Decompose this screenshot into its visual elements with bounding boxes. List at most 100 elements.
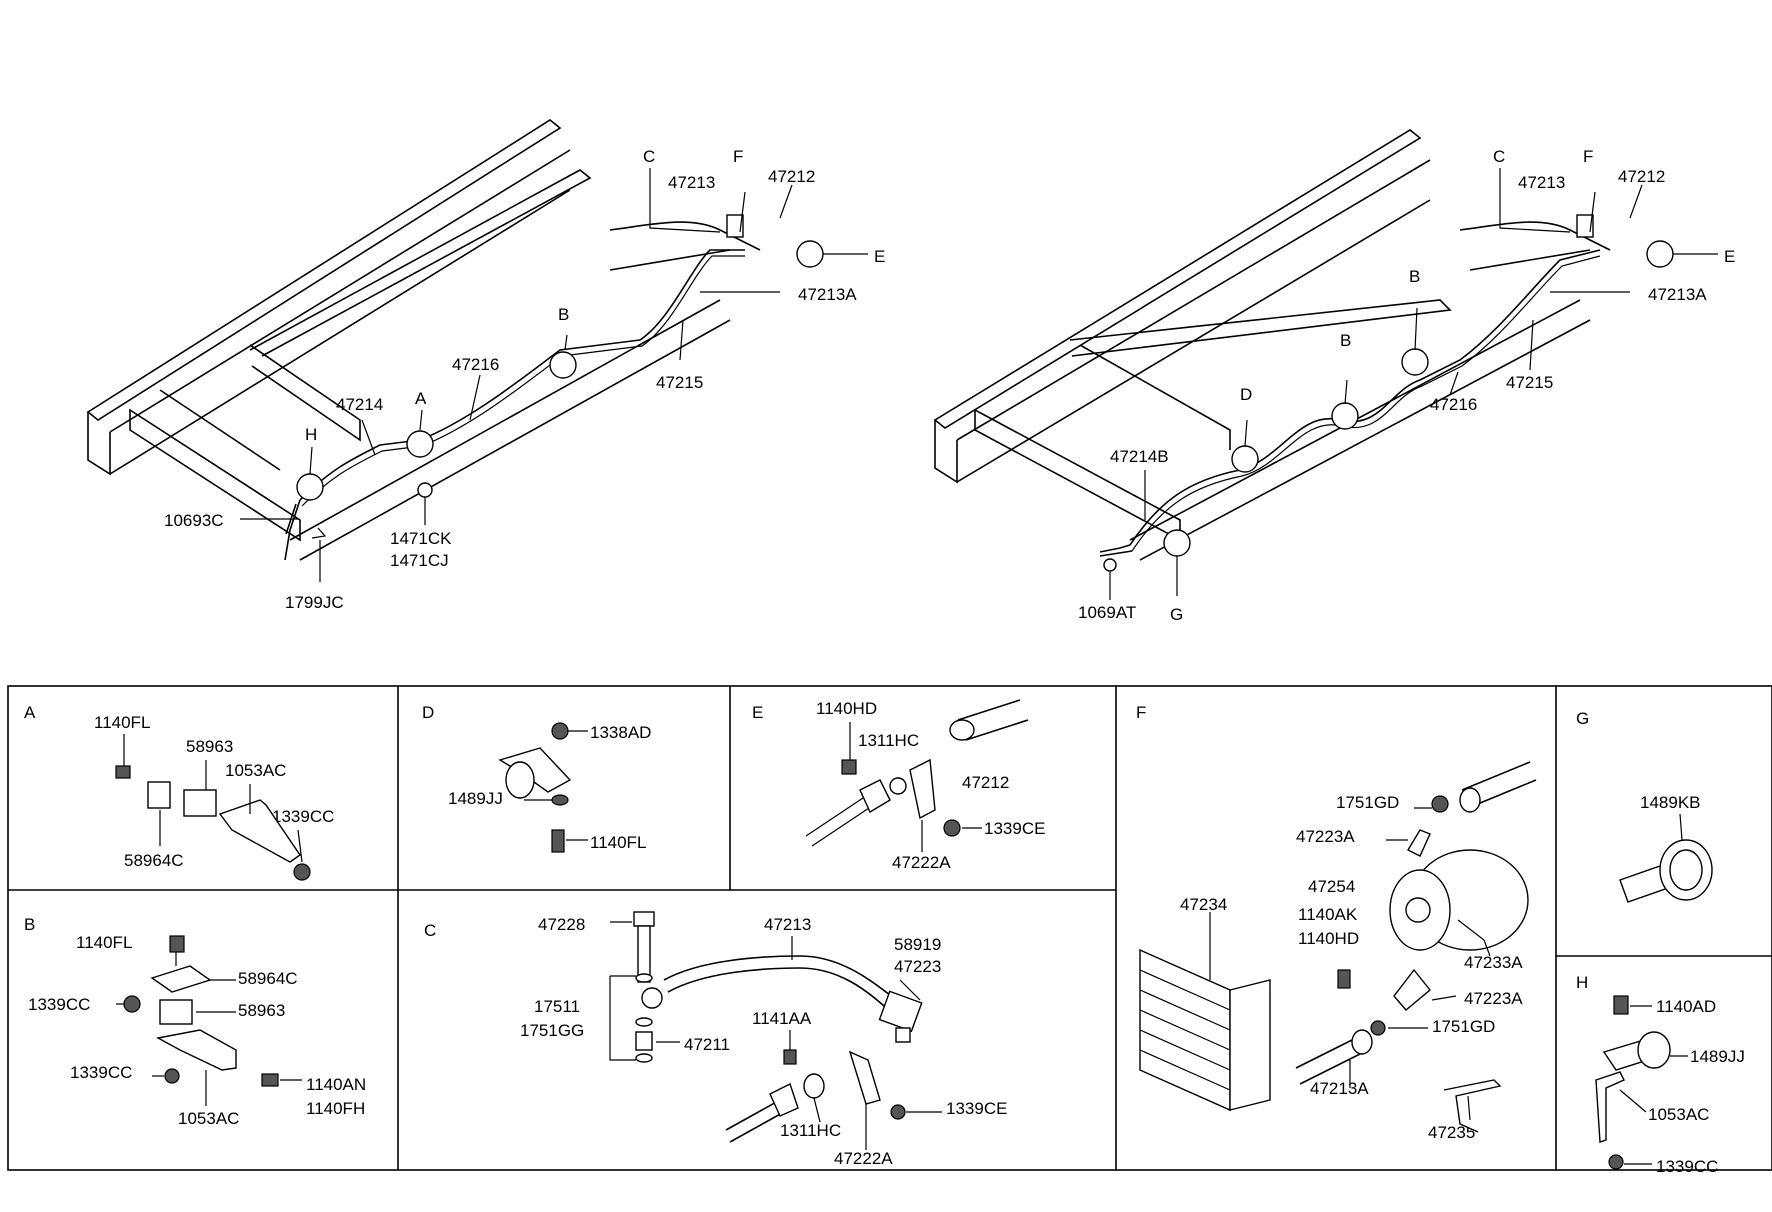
panel-C-part-1: 47228 bbox=[538, 915, 585, 934]
panel-D: D 1338AD 1489JJ 1140FL bbox=[422, 703, 651, 853]
label-47213-right: 47213 bbox=[1518, 173, 1565, 192]
panel-B-part-2: 58964C bbox=[238, 969, 298, 988]
panel-H-part-2: 1489JJ bbox=[1690, 1047, 1745, 1066]
label-F: F bbox=[733, 147, 743, 166]
panel-C-part-6: 1751GG bbox=[520, 1021, 584, 1040]
panel-B-part-8: 1053AC bbox=[178, 1109, 239, 1128]
panel-F-part-6: 1140HD bbox=[1298, 929, 1359, 948]
panel-A: A 1140FL 58963 1053AC 1339CC 58964C bbox=[24, 703, 334, 881]
label-47213A: 47213A bbox=[798, 285, 857, 304]
panel-B-part-7: 1140FH bbox=[306, 1099, 365, 1118]
label-47214: 47214 bbox=[336, 395, 383, 414]
panel-C: C 47228 47213 58919 47223 17511 1751GG 4… bbox=[424, 911, 1007, 1168]
panel-D-part-3: 1140FL bbox=[590, 833, 646, 852]
panel-B: B 1140FL 58964C 1339CC 58963 1339CC 1140… bbox=[24, 915, 366, 1128]
label-B1-right: B bbox=[1409, 267, 1420, 286]
panel-B-part-5: 1339CC bbox=[70, 1063, 132, 1082]
label-47215-right: 47215 bbox=[1506, 373, 1553, 392]
labels-left: C F 47213 47212 E 47213A B 47216 47215 4… bbox=[164, 147, 885, 612]
panel-C-part-9: 1311HC bbox=[780, 1121, 841, 1140]
panel-A-part-4: 1339CC bbox=[272, 807, 334, 826]
panel-A-part-3: 1053AC bbox=[225, 761, 286, 780]
panel-H-part-3: 1053AC bbox=[1648, 1105, 1709, 1124]
panel-C-part-11: 47222A bbox=[834, 1149, 893, 1168]
panel-E-part-2: 1311HC bbox=[858, 731, 919, 750]
panel-A-part-2: 58963 bbox=[186, 737, 233, 756]
panel-F-part-9: 1751GD bbox=[1432, 1017, 1495, 1036]
panel-B-part-1: 1140FL bbox=[76, 933, 132, 952]
panel-F-part-11: 47235 bbox=[1428, 1123, 1475, 1142]
panel-E-part-1: 1140HD bbox=[816, 699, 877, 718]
label-F-right: F bbox=[1583, 147, 1593, 166]
label-1471CJ: 1471CJ bbox=[390, 551, 449, 570]
panel-F-part-4: 47254 bbox=[1308, 877, 1355, 896]
label-H: H bbox=[305, 425, 317, 444]
frame-view-right bbox=[933, 129, 1718, 600]
label-1471CK: 1471CK bbox=[390, 529, 452, 548]
panel-H-title: H bbox=[1576, 973, 1588, 992]
label-47213A-right: 47213A bbox=[1648, 285, 1707, 304]
panel-D-part-2: 1489JJ bbox=[448, 789, 503, 808]
label-47212: 47212 bbox=[768, 167, 815, 186]
label-B: B bbox=[558, 305, 569, 324]
panel-H: H 1140AD 1489JJ 1053AC 1339CC bbox=[1576, 973, 1745, 1176]
panel-G-part-1: 1489KB bbox=[1640, 793, 1701, 812]
label-1799JC: 1799JC bbox=[285, 593, 344, 612]
panel-C-part-10: 1339CE bbox=[946, 1099, 1007, 1118]
panel-F-part-3: 47234 bbox=[1180, 895, 1227, 914]
panel-F-part-1: 1751GD bbox=[1336, 793, 1399, 812]
label-D-right: D bbox=[1240, 385, 1252, 404]
label-E-right: E bbox=[1724, 247, 1735, 266]
panel-E-title: E bbox=[752, 703, 763, 722]
label-47214B-right: 47214B bbox=[1110, 447, 1169, 466]
panel-A-part-1: 1140FL bbox=[94, 713, 150, 732]
panel-H-part-1: 1140AD bbox=[1656, 997, 1716, 1016]
label-C: C bbox=[643, 147, 655, 166]
panel-G-title: G bbox=[1576, 709, 1589, 728]
panel-A-title: A bbox=[24, 703, 36, 722]
label-47212-right: 47212 bbox=[1618, 167, 1665, 186]
panel-A-part-5: 58964C bbox=[124, 851, 184, 870]
panel-D-part-1: 1338AD bbox=[590, 723, 651, 742]
panel-C-part-3: 58919 bbox=[894, 935, 941, 954]
panel-F-title: F bbox=[1136, 703, 1146, 722]
frame-view-left bbox=[86, 119, 868, 582]
label-E: E bbox=[874, 247, 885, 266]
panel-C-part-5: 17511 bbox=[534, 997, 580, 1016]
panel-F-part-10: 47213A bbox=[1310, 1079, 1369, 1098]
label-1069AT-right: 1069AT bbox=[1078, 603, 1136, 622]
panel-E: E 1140HD 1311HC 47212 1339CE 47222A bbox=[752, 699, 1045, 872]
panel-B-part-6: 1140AN bbox=[306, 1075, 366, 1094]
panel-G: G 1489KB bbox=[1576, 709, 1713, 903]
panel-E-part-3: 47212 bbox=[962, 773, 1009, 792]
panel-F-part-7: 47233A bbox=[1464, 953, 1523, 972]
labels-right: C F 47213 47212 E B 47213A B 47215 D 472… bbox=[1078, 147, 1735, 624]
panel-grid bbox=[7, 685, 1772, 1171]
label-47215: 47215 bbox=[656, 373, 703, 392]
panel-E-part-4: 1339CE bbox=[984, 819, 1045, 838]
label-A: A bbox=[415, 389, 427, 408]
panel-F-part-5: 1140AK bbox=[1298, 905, 1358, 924]
panel-C-part-2: 47213 bbox=[764, 915, 811, 934]
label-G-right: G bbox=[1170, 605, 1183, 624]
panel-C-part-7: 47211 bbox=[684, 1035, 730, 1054]
label-47216: 47216 bbox=[452, 355, 499, 374]
panel-E-part-5: 47222A bbox=[892, 853, 951, 872]
panel-D-title: D bbox=[422, 703, 434, 722]
label-10693C: 10693C bbox=[164, 511, 224, 530]
label-C-right: C bbox=[1493, 147, 1505, 166]
panel-C-title: C bbox=[424, 921, 436, 940]
panel-C-part-4: 47223 bbox=[894, 957, 941, 976]
label-47216-right: 47216 bbox=[1430, 395, 1477, 414]
panel-F-part-8: 47223A bbox=[1464, 989, 1523, 1008]
panel-F: F 1751GD 47223A 47234 47254 1140AK 1140H… bbox=[1136, 703, 1537, 1142]
label-47213: 47213 bbox=[668, 173, 715, 192]
panel-F-part-2: 47223A bbox=[1296, 827, 1355, 846]
label-B2-right: B bbox=[1340, 331, 1351, 350]
panel-H-part-4: 1339CC bbox=[1656, 1157, 1718, 1176]
panel-B-part-4: 58963 bbox=[238, 1001, 285, 1020]
panel-B-title: B bbox=[24, 915, 35, 934]
panel-B-part-3: 1339CC bbox=[28, 995, 90, 1014]
panel-C-part-8: 1141AA bbox=[752, 1009, 812, 1028]
